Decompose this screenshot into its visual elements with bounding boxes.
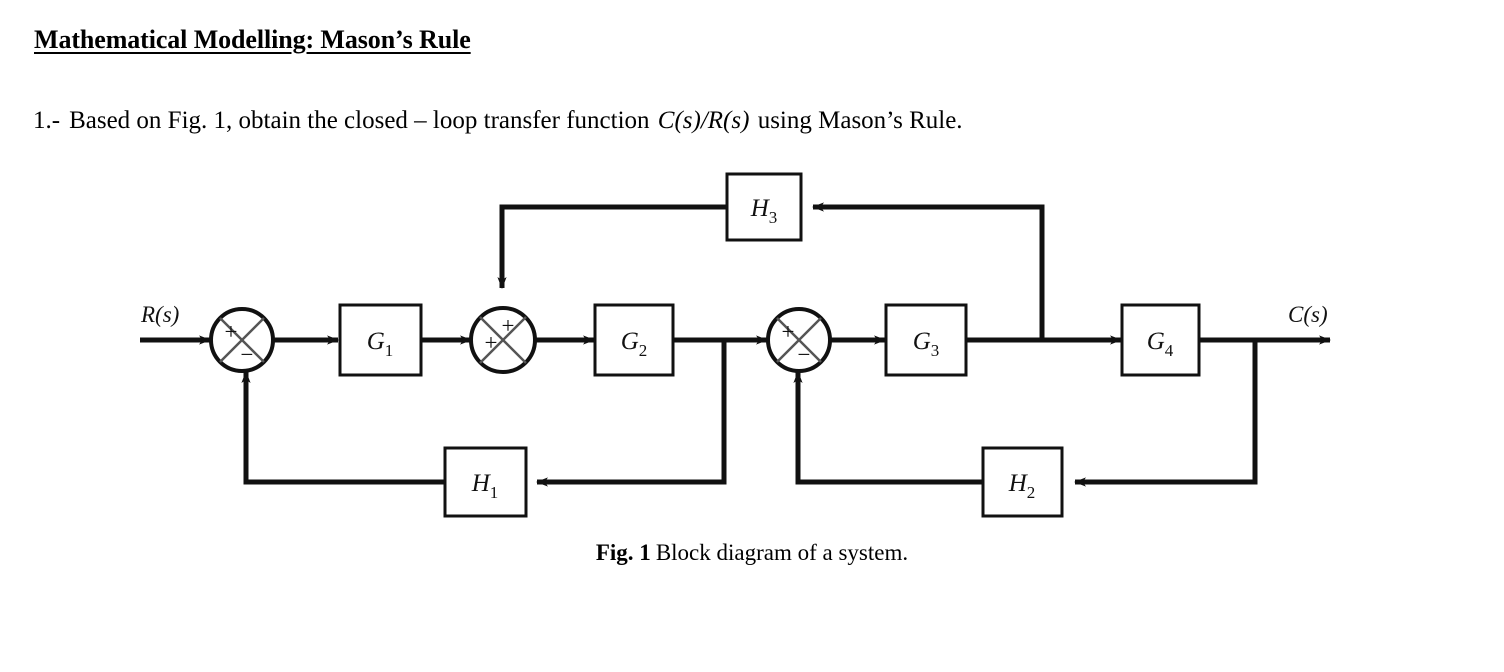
block-h2-label: H2 bbox=[1008, 470, 1036, 502]
summing-junction-2-left-sign: + bbox=[485, 330, 498, 355]
block-g1: G1 bbox=[338, 303, 423, 377]
figure-number: Fig. 1 bbox=[595, 540, 651, 565]
block-g4-box bbox=[1120, 303, 1201, 377]
wire-h3-feedback-out bbox=[497, 204, 727, 289]
block-g1-sub: 1 bbox=[385, 341, 394, 360]
summing-junction-3-bottom-sign: − bbox=[798, 342, 811, 367]
summing-junction-1-cross-b bbox=[219, 317, 265, 363]
block-h3-base: H bbox=[750, 195, 771, 222]
block-g2: G2 bbox=[593, 303, 675, 377]
wire-h2-feedback-out bbox=[793, 371, 983, 485]
problem-statement: 1.- Based on Fig. 1, obtain the closed – … bbox=[33, 106, 963, 136]
block-h3-label: H3 bbox=[750, 195, 778, 227]
block-h3: H3 bbox=[725, 172, 803, 242]
summing-junction-2-top-sign: + bbox=[502, 313, 515, 338]
block-g3-label: G3 bbox=[913, 328, 940, 360]
block-g3-base: G bbox=[913, 328, 931, 355]
block-h2-base: H bbox=[1008, 470, 1029, 497]
wire-h3-feedback-in bbox=[812, 202, 1045, 342]
block-g2-base: G bbox=[621, 328, 639, 355]
summing-junction-3: + − bbox=[766, 307, 832, 373]
block-g2-label: G2 bbox=[621, 328, 648, 360]
summing-junction-1-left-sign: + bbox=[225, 319, 238, 344]
block-g1-base: G bbox=[367, 328, 385, 355]
block-h1-label: H1 bbox=[471, 470, 499, 502]
block-h3-box bbox=[725, 172, 803, 242]
block-h1-base: H bbox=[471, 470, 492, 497]
input-signal-label: R(s) bbox=[140, 302, 179, 327]
block-g4: G4 bbox=[1120, 303, 1201, 377]
block-h2-sub: 2 bbox=[1027, 483, 1036, 502]
block-g2-sub: 2 bbox=[639, 341, 648, 360]
summing-junction-2: + + bbox=[469, 306, 537, 374]
summing-junction-3-cross-b bbox=[776, 317, 822, 363]
block-h1: H1 bbox=[443, 446, 528, 518]
block-h3-sub: 3 bbox=[769, 208, 778, 227]
block-diagram-canvas: G1 G2 G3 G4 bbox=[140, 172, 1331, 518]
page-title: Mathematical Modelling: Mason’s Rule bbox=[34, 25, 471, 54]
summing-junction-1: + − bbox=[209, 307, 275, 373]
block-h2-box bbox=[981, 446, 1064, 518]
problem-number: 1.- bbox=[33, 107, 61, 134]
figure-caption-text: Block diagram of a system. bbox=[655, 540, 909, 565]
block-g3-sub: 3 bbox=[931, 341, 940, 360]
block-g4-sub: 4 bbox=[1165, 341, 1174, 360]
block-g1-box bbox=[338, 303, 423, 377]
block-h1-box bbox=[443, 446, 528, 518]
wire-h1-feedback-out bbox=[241, 371, 445, 485]
block-g4-base: G bbox=[1147, 328, 1165, 355]
block-g3: G3 bbox=[884, 303, 968, 377]
wire-h1-feedback-in bbox=[536, 338, 727, 487]
figure-block-diagram: G1 G2 G3 G4 bbox=[0, 150, 1504, 550]
block-g4-label: G4 bbox=[1147, 328, 1174, 360]
block-g2-box bbox=[593, 303, 675, 377]
block-h2: H2 bbox=[981, 446, 1064, 518]
summing-junction-2-cross-b bbox=[479, 316, 527, 364]
problem-text-after: using Mason’s Rule. bbox=[757, 107, 963, 134]
summing-junction-3-left-sign: + bbox=[782, 319, 795, 344]
block-g3-box bbox=[884, 303, 968, 377]
wire-h2-feedback-in bbox=[1074, 338, 1258, 487]
block-h1-sub: 1 bbox=[490, 483, 499, 502]
summing-junction-1-bottom-sign: − bbox=[241, 342, 254, 367]
block-g1-label: G1 bbox=[367, 328, 394, 360]
output-signal-label: C(s) bbox=[1288, 302, 1328, 327]
transfer-function-expression: C(s)/R(s) bbox=[657, 107, 750, 134]
problem-text-before: Based on Fig. 1, obtain the closed – loo… bbox=[69, 107, 650, 134]
